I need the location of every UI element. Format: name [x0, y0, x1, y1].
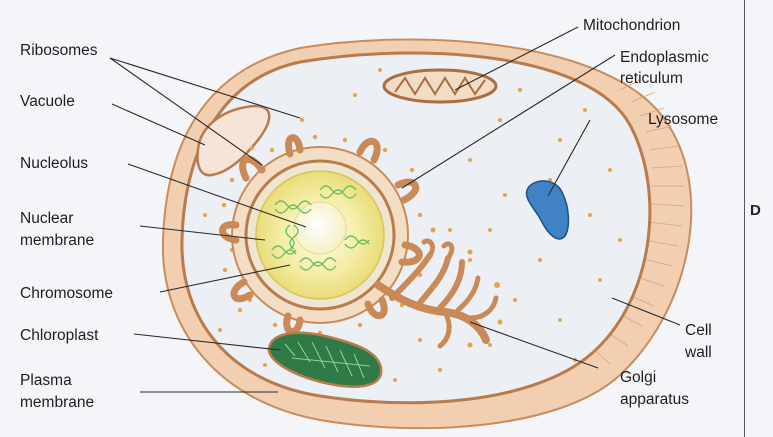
chromosomes — [271, 185, 370, 271]
lysosome — [525, 180, 570, 240]
label-plasma-membrane-line1: Plasma — [20, 372, 72, 389]
label-cell-wall-line2: wall — [684, 344, 712, 361]
nucleolus — [293, 201, 347, 255]
label-er-line1: Endoplasmic — [620, 49, 709, 66]
chloroplast — [267, 331, 383, 388]
leader-lines — [109, 26, 681, 393]
ribosomes — [203, 68, 622, 382]
golgi-vesicles — [430, 227, 503, 348]
label-lysosome: Lysosome — [648, 111, 718, 128]
label-nucleolus: Nucleolus — [20, 155, 88, 172]
label-chromosome: Chromosome — [20, 285, 113, 302]
edge-letter: D — [750, 202, 761, 219]
label-chloroplast: Chloroplast — [20, 327, 99, 344]
vacuole — [196, 104, 271, 177]
label-plasma-membrane-line2: membrane — [20, 394, 94, 411]
label-cell-wall-line1: Cell — [685, 322, 712, 339]
label-nuclear-membrane-line2: membrane — [20, 232, 94, 249]
label-ribosomes: Ribosomes — [20, 42, 98, 59]
label-vacuole: Vacuole — [20, 93, 75, 110]
label-golgi-line2: apparatus — [620, 391, 689, 408]
label-nuclear-membrane-line1: Nuclear — [20, 210, 73, 227]
label-er-line2: reticulum — [620, 70, 683, 87]
label-golgi-line1: Golgi — [620, 369, 656, 386]
page-edge-rule — [744, 0, 745, 437]
label-mitochondrion: Mitochondrion — [583, 17, 680, 34]
golgi-apparatus — [374, 238, 499, 349]
er-ribosomes — [221, 134, 423, 336]
